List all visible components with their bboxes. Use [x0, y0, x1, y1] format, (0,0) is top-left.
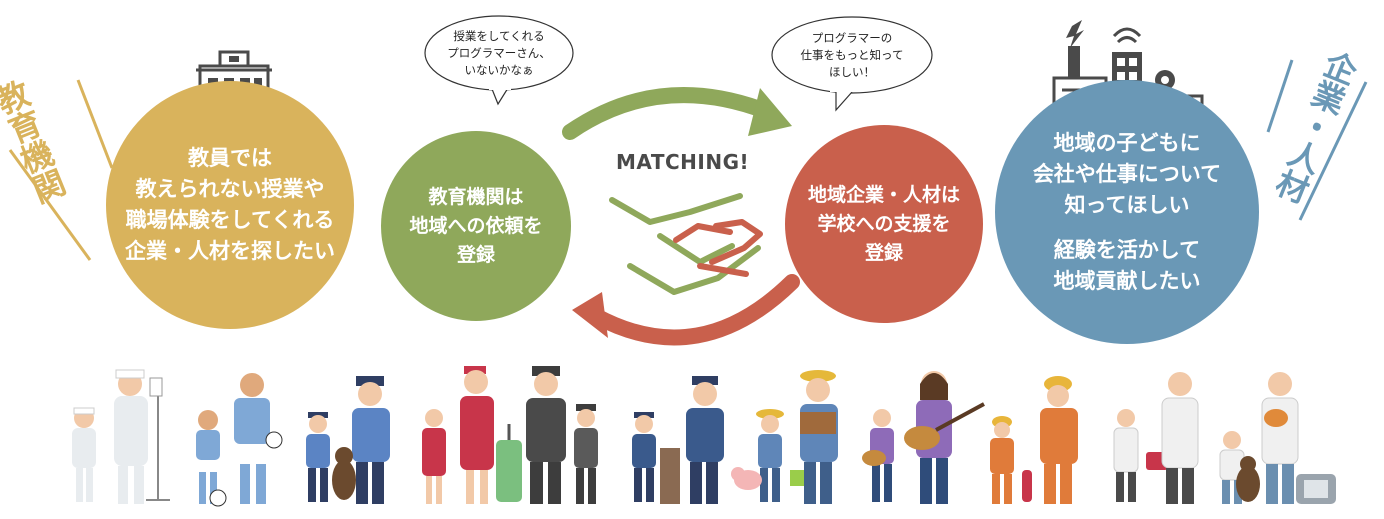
circle-text-line: 職場体験をしてくれる: [125, 208, 335, 232]
corporate-accent-lines: [1266, 59, 1368, 221]
circle-text-line: 登録: [864, 241, 903, 264]
pilot-child: [574, 404, 598, 504]
pig: [731, 467, 762, 490]
pet-carrier-icon: [1296, 474, 1336, 504]
guitarist-child: [862, 409, 894, 502]
circle-text-line: 地域企業・人材は: [807, 183, 960, 206]
flight-attendant-child: [422, 409, 446, 504]
circle-text-line: 教えられない授業や: [135, 177, 325, 201]
bubble-line: 仕事をもっと知って: [800, 47, 904, 62]
police-officer: [352, 376, 390, 504]
handshake-icon: [609, 193, 763, 295]
circle-text-line: 企業・人材を探したい: [125, 239, 335, 263]
flight-attendant: [460, 366, 494, 504]
soccer-player: [234, 373, 283, 504]
mail-carrier: [686, 376, 724, 504]
firefighter: [1040, 376, 1078, 504]
pilot: [526, 366, 566, 504]
firefighter-child: [990, 416, 1032, 504]
farmer: [790, 370, 838, 504]
nurse: [114, 369, 170, 504]
bubble-line: プログラマーの: [811, 30, 893, 45]
suitcase-icon: [496, 424, 522, 502]
education-need-circle: 教員では 教えられない授業や 職場体験をしてくれる 企業・人材を探したい: [106, 81, 354, 329]
circle-text-line: 地域の子どもに: [1053, 130, 1201, 155]
circle-text-line: 会社や仕事について: [1032, 161, 1222, 186]
bubble-line: ほしい！: [829, 64, 875, 79]
circle-text-line: 地域貢献したい: [1053, 268, 1201, 293]
education-register-circle: 教育機関は 地域への依頼を 登録: [381, 131, 571, 321]
dog: [1236, 456, 1260, 502]
education-speech-bubble: 授業をしてくれる プログラマーさん、 いないかなぁ: [426, 18, 572, 88]
circle-text-line: 地域への依頼を: [409, 214, 543, 237]
circle-text-line: 教員では: [188, 146, 272, 170]
corporate-speech-bubble: プログラマーの 仕事をもっと知って ほしい！: [774, 20, 930, 90]
bubble-line: いないかなぁ: [464, 62, 534, 77]
doctor: [1161, 372, 1199, 504]
police-child: [306, 412, 330, 502]
corporate-register-circle: 地域企業・人材は 学校への支援を 登録: [785, 125, 983, 323]
speech-bubble-corporate: [771, 16, 933, 112]
education-accent-lines: [8, 79, 114, 261]
doctor-child: [1113, 409, 1168, 502]
nurse-child: [72, 407, 96, 502]
people-illustrations: [72, 366, 1336, 507]
circle-text-line: 登録: [456, 243, 495, 266]
bubble-line: プログラマーさん、: [447, 45, 551, 60]
speech-bubble-education: [424, 15, 574, 106]
mail-carrier-child: [632, 412, 680, 504]
cycle-arrows-icon: [562, 87, 800, 346]
guitarist: [904, 371, 985, 504]
circle-text-line: 知ってほしい: [1064, 192, 1190, 217]
police-dog: [332, 447, 356, 500]
circle-text-line: 学校への支援を: [817, 212, 951, 235]
circle-text-line: 教育機関は: [428, 185, 524, 208]
circle-text-line: 経験を活かして: [1053, 237, 1201, 262]
veterinarian: [1261, 372, 1299, 504]
corporate-wish-circle: 地域の子どもに 会社や仕事について 知ってほしい 経験を活かして 地域貢献したい: [995, 80, 1259, 344]
matching-label: MATCHING!: [616, 150, 750, 174]
soccer-child: [196, 410, 227, 507]
bubble-line: 授業をしてくれる: [453, 28, 545, 43]
farmer-child: [756, 409, 784, 502]
